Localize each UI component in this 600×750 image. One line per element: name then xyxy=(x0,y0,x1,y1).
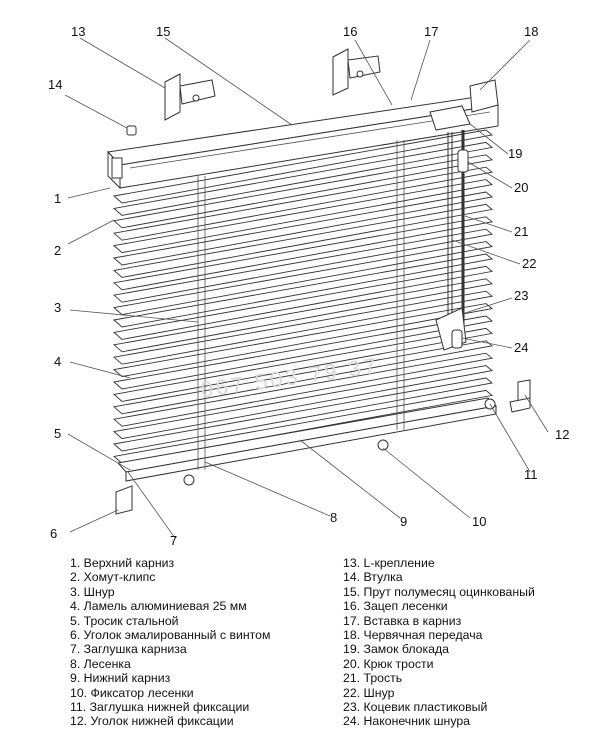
callout-19: 19 xyxy=(508,146,522,161)
bottom-rail xyxy=(117,397,498,482)
slat xyxy=(112,141,494,216)
blinds-diagram: 1 2 3 4 5 6 7 8 9 10 11 12 13 14 15 16 1… xyxy=(48,24,569,548)
slat xyxy=(112,253,494,328)
slat xyxy=(112,191,494,266)
legend-item: 5. Тросик стальной xyxy=(70,613,179,628)
callout-6: 6 xyxy=(50,526,57,541)
legend-item: 8. Лесенка xyxy=(70,656,131,671)
slat xyxy=(112,389,494,464)
legend-item: 21. Трость xyxy=(343,671,403,686)
slat xyxy=(112,377,494,452)
callout-8: 8 xyxy=(330,510,337,525)
tilt-wand xyxy=(457,130,469,330)
callout-23: 23 xyxy=(514,288,528,303)
slat xyxy=(112,241,494,316)
callout-14: 14 xyxy=(48,77,62,92)
leader-lines xyxy=(64,37,549,539)
slat xyxy=(112,315,494,390)
slat xyxy=(112,352,494,427)
legend-item: 15. Прут полумесяц оцинкованый xyxy=(343,584,535,599)
legend-item: 10. Фиксатор лесенки xyxy=(70,685,194,700)
callout-2: 2 xyxy=(54,243,61,258)
callout-1: 1 xyxy=(54,191,61,206)
l-bracket-right xyxy=(332,48,381,96)
legend-item: 1. Верхний карниз xyxy=(70,556,175,570)
slat xyxy=(112,129,494,204)
slats-group xyxy=(112,129,494,464)
legend-item: 24. Наконечник шнура xyxy=(343,714,471,729)
legend-item: 13. L-крепление xyxy=(343,556,435,570)
slat xyxy=(112,303,494,378)
legend-right-column: 13. L-крепление 14. Втулка 15. Прут полу… xyxy=(343,556,598,729)
slat xyxy=(112,166,494,241)
bushing xyxy=(126,125,137,136)
callout-20: 20 xyxy=(514,180,528,195)
slat xyxy=(112,290,494,365)
legend-item: 22. Шнур xyxy=(343,685,395,700)
legend-item: 14. Втулка xyxy=(343,570,403,585)
slat xyxy=(112,278,494,353)
callout-10: 10 xyxy=(472,514,486,529)
slat xyxy=(112,154,494,229)
legend-item: 19. Замок блокада xyxy=(343,642,450,657)
ladder-fixators xyxy=(183,439,389,486)
callout-17: 17 xyxy=(424,24,438,39)
pull-cord xyxy=(435,132,467,351)
legend-item: 23. Коцевик пластиковый xyxy=(343,700,488,715)
slat xyxy=(112,265,494,340)
legend-left-column: 1. Верхний карниз 2. Хомут-клипс 3. Шнур… xyxy=(70,556,340,729)
callout-3: 3 xyxy=(54,300,61,315)
slat xyxy=(112,365,494,440)
tilt-mechanism xyxy=(429,79,499,131)
legend-item: 6. Уголок эмалированный с винтом xyxy=(70,628,271,643)
callout-7: 7 xyxy=(170,533,177,548)
legend-item: 12. Уголок нижней фиксации xyxy=(70,714,234,729)
legend-item: 18. Червячная передача xyxy=(343,628,483,643)
callout-16: 16 xyxy=(343,24,357,39)
slat xyxy=(112,216,494,291)
callout-12: 12 xyxy=(555,427,569,442)
legend-item: 9. Нижний карниз xyxy=(70,671,171,686)
callout-18: 18 xyxy=(524,24,538,39)
legend-item: 3. Шнур xyxy=(70,584,115,599)
corner-bracket xyxy=(115,485,133,515)
legend-item: 17. Вставка в карниз xyxy=(343,613,462,628)
callout-15: 15 xyxy=(156,24,170,39)
ladder-tapes xyxy=(197,140,405,470)
slat xyxy=(112,179,494,254)
callout-24: 24 xyxy=(514,340,528,355)
top-cornice xyxy=(106,94,499,190)
legend-item: 2. Хомут-клипс xyxy=(70,570,156,585)
callout-5: 5 xyxy=(54,426,61,441)
legend-item: 16. Зацеп лесенки xyxy=(343,599,448,614)
slat xyxy=(112,203,494,278)
slat xyxy=(112,340,494,415)
callout-4: 4 xyxy=(54,354,61,369)
bottom-fixation-bracket xyxy=(509,379,531,413)
callout-13: 13 xyxy=(71,24,85,39)
slat xyxy=(112,327,494,402)
callout-11: 11 xyxy=(524,467,538,482)
callout-21: 21 xyxy=(514,224,528,239)
legend-item: 11. Заглушка нижней фиксации xyxy=(70,700,250,715)
callout-22: 22 xyxy=(522,256,536,271)
l-bracket-left xyxy=(164,73,216,121)
slat xyxy=(112,228,494,303)
legend-item: 4. Ламель алюминиевая 25 мм xyxy=(70,599,247,614)
legend-item: 7. Заглушка карниза xyxy=(70,642,187,657)
legend-item: 20. Крюк трости xyxy=(343,656,434,671)
callout-9: 9 xyxy=(400,514,407,529)
